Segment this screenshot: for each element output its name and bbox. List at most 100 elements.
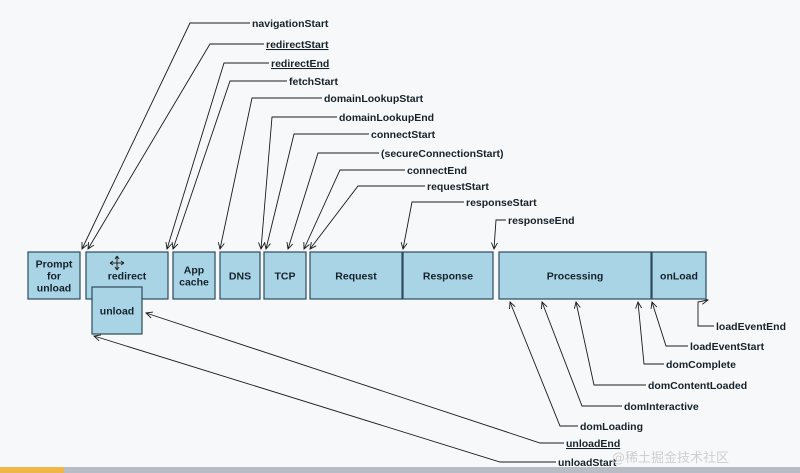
event-domainlookupend — [258, 116, 337, 251]
event-domcontentloaded-arrowhead — [573, 300, 581, 309]
event-fetchstart — [171, 80, 287, 250]
event-unloadstart-arrowhead — [93, 334, 101, 342]
event-requeststart — [309, 185, 425, 250]
event-leader-domainlookupend — [260, 116, 337, 250]
event-redirectstart-arrowhead — [87, 241, 95, 250]
phase-onload: onLoad — [651, 251, 707, 300]
event-leader-domcontentloaded — [575, 301, 646, 386]
event-label-responsestart: responseStart — [466, 197, 537, 209]
event-requeststart-arrowhead — [309, 242, 317, 250]
watermark-text: @稀土掘金技术社区 — [612, 450, 729, 466]
phase-box-dns — [219, 251, 261, 300]
event-leader-domloading — [509, 301, 578, 427]
phase-box-processing — [498, 251, 652, 300]
event-leader-redirectstart — [87, 43, 264, 250]
event-label-redirectstart: redirectStart — [266, 39, 329, 51]
event-leader-loadeventstart — [651, 301, 688, 347]
phase-label-response: Response — [423, 271, 473, 283]
event-leader-navigationstart — [81, 22, 250, 250]
phase-label-appcache: App — [184, 265, 204, 277]
event-connectend-arrowhead — [303, 241, 310, 250]
phase-label-dns: DNS — [229, 271, 251, 283]
event-label-loadeventstart: loadEventStart — [690, 341, 765, 353]
event-label-domainlookupend: domainLookupEnd — [339, 112, 434, 124]
event-label-connectend: connectEnd — [407, 165, 467, 177]
event-loadeventstart-arrowhead — [650, 301, 658, 309]
phase-dns: DNS — [219, 251, 261, 300]
phase-unload: unload — [91, 286, 143, 335]
event-domcontentloaded — [573, 300, 646, 386]
phase-request: Request — [309, 251, 403, 300]
phase-label-prompt: Prompt — [36, 259, 73, 271]
phase-box-onload — [651, 251, 707, 300]
event-leader-fetchstart — [172, 80, 287, 250]
event-responsestart — [400, 201, 464, 251]
event-leader-responseend — [493, 219, 506, 250]
event-domainlookupend-arrowhead — [258, 242, 265, 251]
phase-box-unload — [91, 286, 143, 335]
event-label-unloadend: unloadEnd — [566, 438, 620, 450]
event-leader-domainlookupstart — [219, 97, 322, 250]
phase-box-tcp — [263, 251, 307, 300]
event-responseend-arrowhead — [490, 242, 498, 251]
event-leader-responsestart — [402, 201, 464, 250]
event-redirectend-arrowhead — [165, 242, 173, 250]
event-label-loadeventend: loadEventEnd — [716, 321, 786, 333]
event-domainlookupstart-arrowhead — [217, 242, 225, 251]
event-label-redirectend: redirectEnd — [271, 58, 329, 70]
event-label-fetchstart: fetchStart — [289, 76, 339, 88]
phase-label-prompt: unload — [37, 283, 71, 295]
event-responseend — [490, 219, 506, 251]
event-redirectstart — [87, 43, 264, 250]
event-label-navigationstart: navigationStart — [252, 18, 329, 30]
phase-label-appcache: cache — [179, 277, 209, 289]
phase-label-processing: Processing — [547, 271, 604, 283]
event-leader-secureconnectionstart — [287, 152, 379, 250]
event-leader-connectstart — [265, 133, 369, 250]
event-responsestart-arrowhead — [400, 242, 408, 251]
event-leader-loadeventend — [697, 299, 714, 327]
event-label-connectstart: connectStart — [371, 129, 436, 141]
phase-label-tcp: TCP — [275, 271, 296, 283]
phase-box-appcache — [172, 251, 216, 300]
event-label-responseend: responseEnd — [508, 215, 575, 227]
bottom-progress-accent — [0, 467, 64, 473]
event-unloadstart — [93, 334, 556, 463]
event-unloadend — [145, 311, 564, 444]
phase-box-request — [309, 251, 403, 300]
event-label-domcontentloaded: domContentLoaded — [648, 380, 747, 392]
event-label-secureconnectionstart: (secureConnectionStart) — [381, 148, 504, 160]
event-connectend — [303, 169, 405, 250]
event-domloading-arrowhead — [509, 301, 516, 310]
event-label-dominteractive: domInteractive — [624, 401, 699, 413]
event-dominteractive — [540, 301, 622, 407]
event-navigationstart-arrowhead — [81, 241, 88, 250]
event-unloadend-arrowhead — [145, 311, 153, 319]
event-leader-requeststart — [309, 185, 425, 250]
phase-processing: Processing — [498, 251, 652, 300]
event-label-unloadstart: unloadStart — [558, 457, 617, 469]
event-leader-connectend — [303, 169, 405, 250]
event-leader-domcomplete — [637, 301, 664, 365]
event-leader-dominteractive — [541, 301, 622, 407]
event-loadeventend — [697, 297, 714, 327]
bottom-progress-bar — [0, 467, 800, 473]
phase-label-onload: onLoad — [660, 271, 698, 283]
move-cursor-icon — [109, 255, 125, 271]
phase-label-prompt: for — [47, 271, 61, 283]
event-domcomplete — [635, 300, 664, 365]
event-label-domloading: domLoading — [580, 421, 643, 433]
event-navigationstart — [81, 22, 250, 250]
event-leader-unloadstart — [93, 335, 556, 463]
phase-label-redirect: redirect — [108, 271, 147, 283]
event-redirectend — [165, 62, 269, 250]
phase-label-unload: unload — [100, 306, 134, 318]
event-loadeventstart — [650, 301, 688, 347]
event-domcomplete-arrowhead — [635, 300, 643, 309]
phase-label-request: Request — [335, 271, 377, 283]
event-label-domcomplete: domComplete — [666, 359, 736, 371]
event-leader-unloadend — [145, 312, 564, 444]
